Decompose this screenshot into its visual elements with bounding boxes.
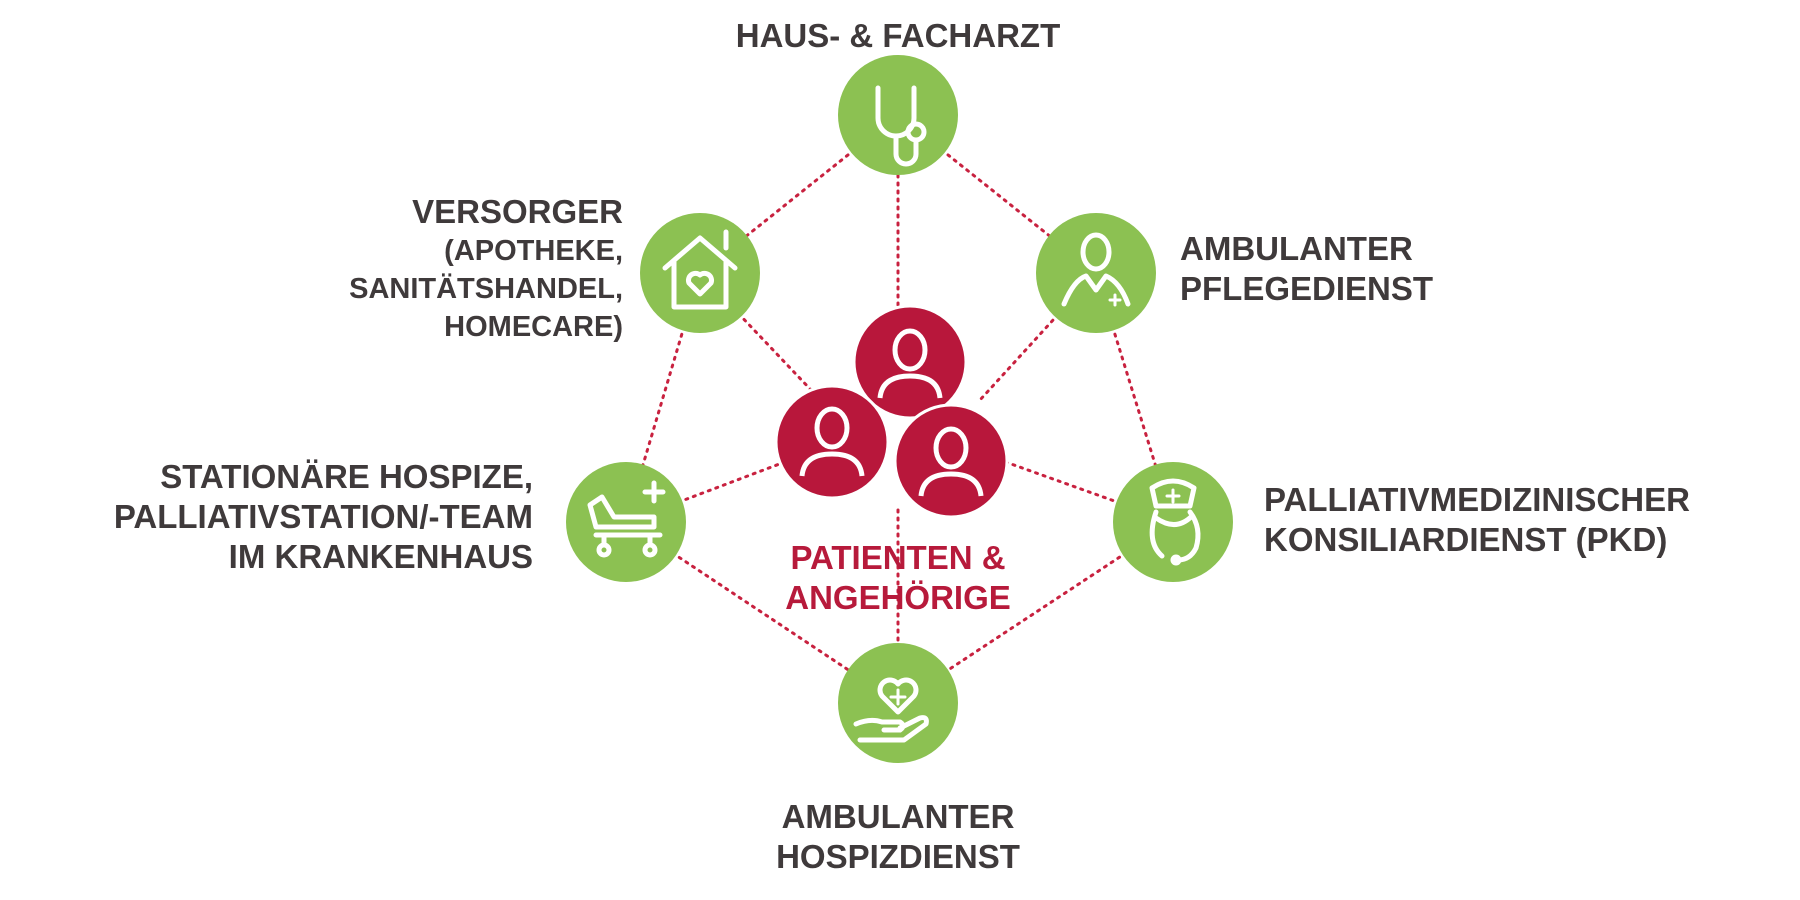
people-group-icon xyxy=(774,304,1009,519)
label-line: SANITÄTSHANDEL, xyxy=(349,273,623,305)
person-icon xyxy=(893,403,1009,519)
house-heart-icon xyxy=(662,229,738,310)
label-line: ANGEHÖRIGE xyxy=(785,579,1011,616)
label-haus-facharzt: HAUS- & FACHARZT xyxy=(648,16,1148,56)
label-line: HOSPIZDIENST xyxy=(776,838,1020,875)
label-patienten-angehoerige: PATIENTEN & ANGEHÖRIGE xyxy=(698,538,1098,618)
label-stationaere-hospize: STATIONÄRE HOSPIZE, PALLIATIVSTATION/-TE… xyxy=(0,457,533,577)
connector xyxy=(978,271,1098,402)
connector xyxy=(624,458,792,524)
node-circle-top xyxy=(838,55,958,175)
label-pkd: PALLIATIVMEDIZINISCHER KONSILIARDIENST (… xyxy=(1264,480,1690,560)
person-icon xyxy=(852,304,968,420)
label-line: AMBULANTER xyxy=(1180,230,1413,267)
label-line: KONSILIARDIENST (PKD) xyxy=(1264,521,1668,558)
hand-heart-icon xyxy=(853,677,929,743)
label-line: HOMECARE) xyxy=(444,311,623,343)
label-line: PALLIATIVMEDIZINISCHER xyxy=(1264,481,1690,518)
label-line: (APOTHEKE, xyxy=(444,235,623,267)
nurse-cap-icon xyxy=(1149,478,1201,566)
hospital-bed-icon xyxy=(587,480,666,558)
label-versorger: VERSORGER (APOTHEKE, SANITÄTSHANDEL, HOM… xyxy=(220,192,623,346)
label-ambulanter-pflegedienst: AMBULANTER PFLEGEDIENST xyxy=(1180,229,1433,309)
label-line: PALLIATIVSTATION/-TEAM xyxy=(113,498,533,535)
stethoscope-icon xyxy=(875,85,927,167)
label-line: VERSORGER xyxy=(412,193,623,230)
node-circle-upper-right xyxy=(1036,213,1156,333)
label-line: STATIONÄRE HOSPIZE, xyxy=(160,458,533,495)
node-circle-lower-left xyxy=(566,462,686,582)
nurse-person-icon xyxy=(1061,232,1131,307)
person-icon xyxy=(774,384,890,500)
label-line: PFLEGEDIENST xyxy=(1180,270,1434,307)
label-line: AMBULANTER xyxy=(781,798,1015,835)
label-line: PATIENTEN & xyxy=(790,539,1006,576)
label-ambulanter-hospizdienst: AMBULANTER HOSPIZDIENST xyxy=(698,797,1098,877)
label-line: IM KRANKENHAUS xyxy=(228,538,533,575)
label-line: HAUS- & FACHARZT xyxy=(735,17,1061,54)
